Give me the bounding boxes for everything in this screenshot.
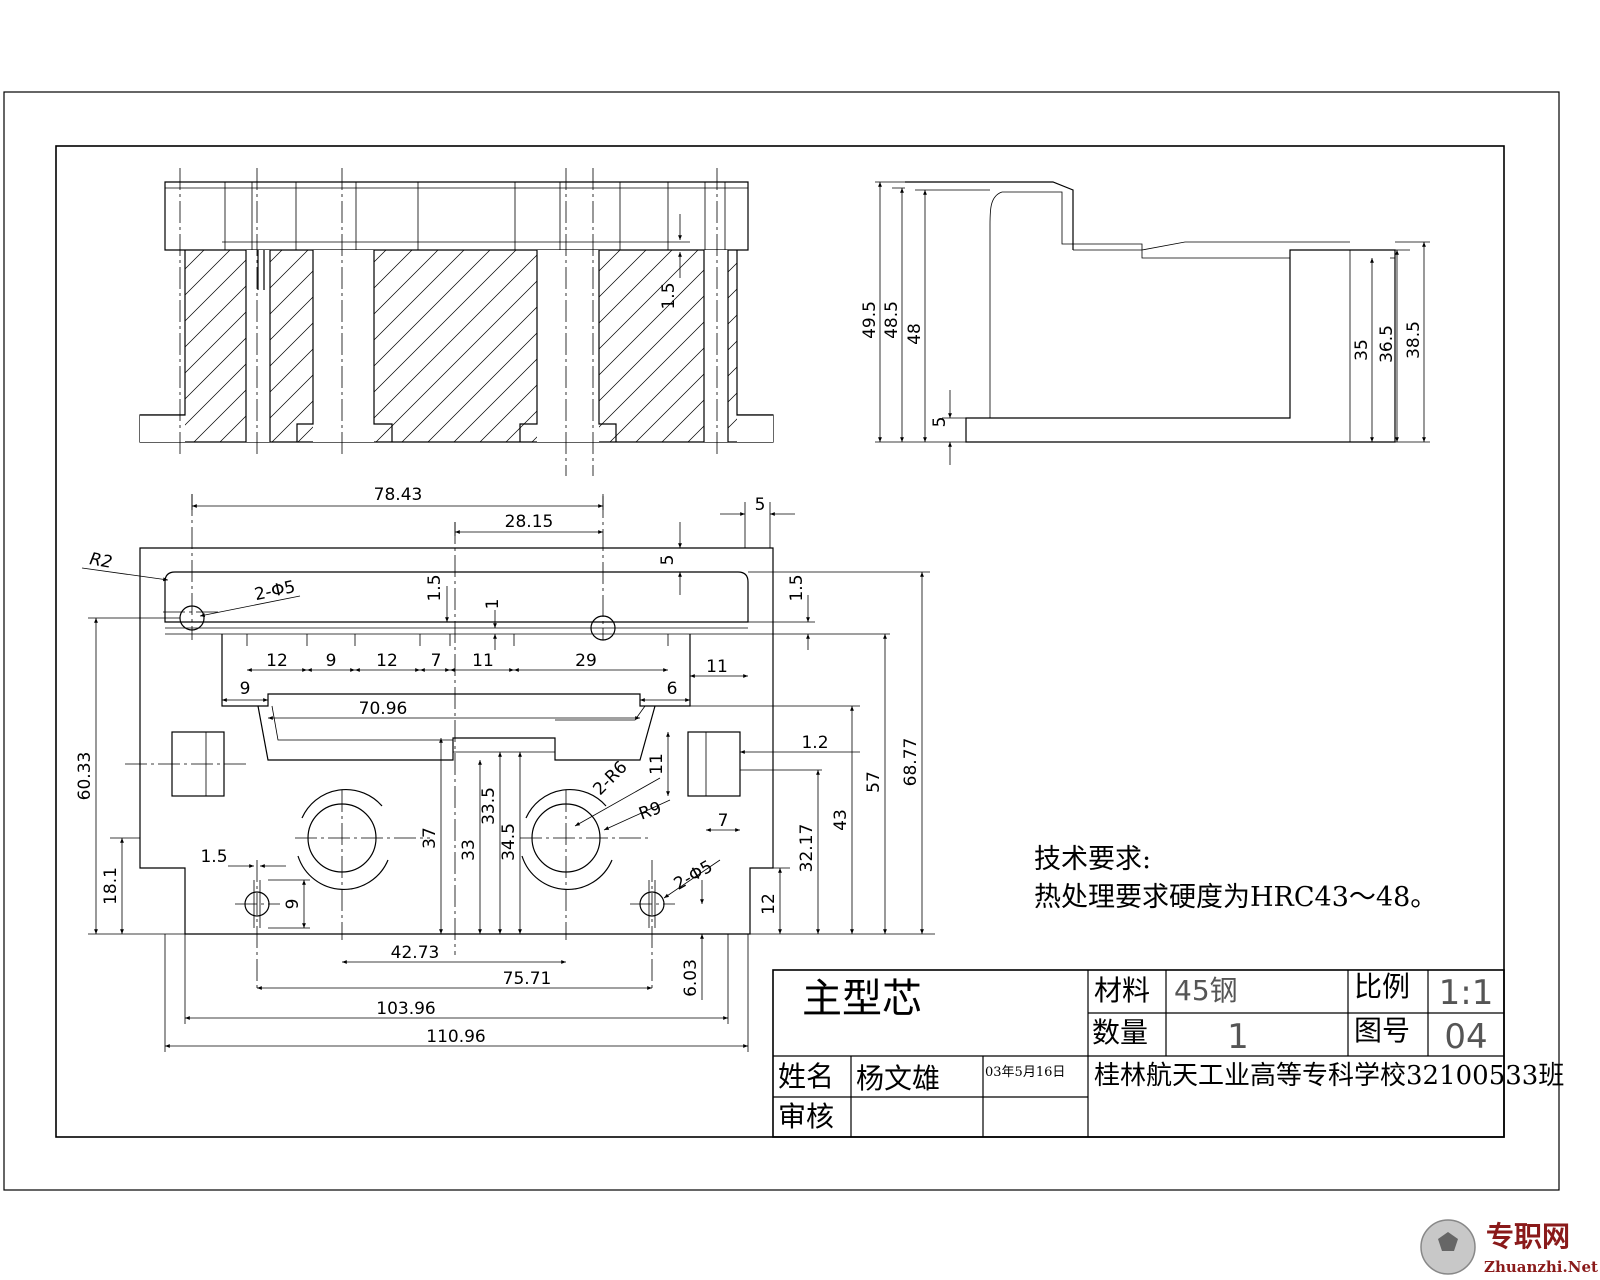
- dim-37: 37: [420, 827, 440, 849]
- dim-1.5-a: 1.5: [425, 574, 445, 601]
- material-label: 材料: [1094, 974, 1150, 1007]
- dim-48.5: 48.5: [882, 301, 902, 339]
- soccer-ball-patch: [1438, 1232, 1458, 1251]
- dim-33: 33: [459, 839, 479, 861]
- dim-1.5-b: 1.5: [787, 574, 807, 601]
- dim-5-top: 5: [755, 495, 766, 515]
- watermark-en: Zhuanzhi.Net: [1484, 1258, 1598, 1276]
- drawing-no-value: 04: [1444, 1017, 1487, 1057]
- dim-2-r6: 2-R6: [589, 757, 631, 799]
- hatch-line: [740, 250, 932, 442]
- dim-2-phi5-a: 2-Φ5: [253, 577, 297, 605]
- dim-70.96: 70.96: [359, 699, 408, 719]
- dim-103.96: 103.96: [376, 999, 435, 1019]
- dim-43: 43: [831, 809, 851, 831]
- scale-label: 比例: [1354, 970, 1410, 1003]
- material-value: 45钢: [1174, 974, 1238, 1007]
- dim-1.2: 1.2: [801, 733, 828, 753]
- dim-38.5: 38.5: [1404, 321, 1424, 359]
- outer-frame: [3, 91, 1560, 1191]
- hatch-line: [792, 250, 984, 442]
- hatch-line: [185, 250, 309, 442]
- drawing-no-label: 图号: [1354, 1014, 1410, 1047]
- dim-57: 57: [864, 771, 884, 793]
- dim-28.15: 28.15: [505, 512, 554, 532]
- dim-78.43: 78.43: [374, 485, 423, 505]
- title-block: 主型芯 材料 45钢 比例 1:1 数量 1 图号 04 姓名 杨文雄 03年5…: [772, 969, 1564, 1138]
- dim-32.17: 32.17: [797, 824, 817, 873]
- school-name: 桂林航天工业高等专科学校32100533班: [1094, 1061, 1564, 1091]
- dim-6.03: 6.03: [681, 959, 701, 997]
- section-hatching: [0, 250, 984, 442]
- hatch-line: [0, 250, 152, 442]
- dim-18.1: 18.1: [101, 867, 121, 905]
- hatch-line: [185, 250, 205, 442]
- dim-5-side-view: 5: [930, 417, 950, 428]
- dim-42.73: 42.73: [391, 943, 440, 963]
- hatch-line: [0, 250, 178, 442]
- dim-12-a: 12: [266, 651, 288, 671]
- hatch-line: [505, 250, 699, 442]
- dim-35: 35: [1352, 339, 1372, 361]
- hatch-line: [375, 250, 569, 442]
- dim-9-c: 9: [283, 899, 303, 910]
- hatch-line: [185, 250, 335, 442]
- dim-60.33: 60.33: [75, 752, 95, 801]
- dim-36.5: 36.5: [1377, 325, 1397, 363]
- tech-requirements-title: 技术要求:: [1034, 844, 1151, 875]
- dim-34.5: 34.5: [499, 823, 519, 861]
- hatch-line: [635, 250, 737, 442]
- dim-5-side: 5: [658, 555, 678, 566]
- hatch-line: [766, 250, 958, 442]
- name-value: 杨文雄: [856, 1062, 940, 1095]
- dim-33.5: 33.5: [479, 787, 499, 825]
- dim-11-c: 11: [647, 753, 667, 775]
- quantity-value: 1: [1227, 1017, 1249, 1057]
- date: 03年5月16日: [985, 1065, 1065, 1080]
- hatch-line: [349, 250, 543, 442]
- name-label: 姓名: [778, 1060, 834, 1093]
- site-watermark: 专职网 Zhuanzhi.Net: [1420, 1219, 1598, 1276]
- hatch-line: [583, 250, 737, 442]
- dim-75.71: 75.71: [503, 969, 552, 989]
- dim-29: 29: [575, 651, 597, 671]
- hatch-line: [185, 250, 257, 442]
- dim-11-a: 11: [472, 651, 494, 671]
- plan-view: [125, 494, 774, 990]
- tech-requirements-line: 热处理要求硬度为HRC43～48。: [1034, 882, 1437, 913]
- watermark-cn: 专职网: [1486, 1220, 1570, 1253]
- dim-110.96: 110.96: [426, 1027, 485, 1047]
- dim-1.5-c: 1.5: [659, 282, 679, 309]
- dim-r9: R9: [636, 798, 664, 825]
- dim-1: 1: [483, 599, 503, 610]
- plan-dimensions: [81, 494, 935, 1052]
- dim-11-b: 11: [706, 657, 728, 677]
- dim-12-d: 12: [759, 893, 779, 915]
- dim-7-a: 7: [431, 651, 442, 671]
- dim-12-b: 12: [376, 651, 398, 671]
- dim-6: 6: [667, 679, 678, 699]
- dim-7-b: 7: [718, 811, 729, 831]
- part-name: 主型芯: [802, 976, 922, 1022]
- hatch-line: [661, 250, 737, 442]
- side-section-view: [875, 181, 1430, 465]
- dim-2-phi5-b: 2-Φ5: [671, 857, 717, 895]
- reviewer-label: 审核: [778, 1100, 834, 1133]
- dim-9-a: 9: [326, 651, 337, 671]
- hatch-line: [185, 250, 231, 442]
- dim-9-b: 9: [240, 679, 251, 699]
- hatch-line: [713, 250, 737, 442]
- scale-value: 1:1: [1439, 973, 1494, 1013]
- dim-1.5-d: 1.5: [200, 847, 227, 867]
- dim-49.5: 49.5: [860, 301, 880, 339]
- dim-r2: R2: [88, 549, 114, 573]
- quantity-label: 数量: [1092, 1016, 1148, 1049]
- dim-48: 48: [905, 323, 925, 345]
- front-section-view: [0, 168, 984, 476]
- dim-68.77: 68.77: [901, 738, 921, 787]
